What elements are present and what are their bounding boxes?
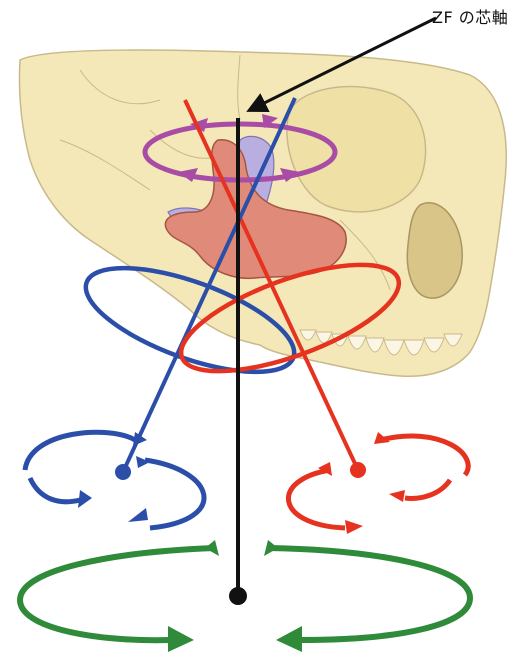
- central-axis-endpoint: [229, 587, 247, 605]
- blue-rotation-arrows: [25, 432, 204, 528]
- zf-core-axis-label: ZF の芯軸: [432, 4, 508, 28]
- rotation-arrows-icon: [78, 432, 150, 522]
- blue-axis-endpoint: [115, 464, 131, 480]
- rotation-arrows-icon: [318, 432, 405, 534]
- red-axis-endpoint: [350, 462, 366, 478]
- red-rotation-arrows: [288, 432, 468, 534]
